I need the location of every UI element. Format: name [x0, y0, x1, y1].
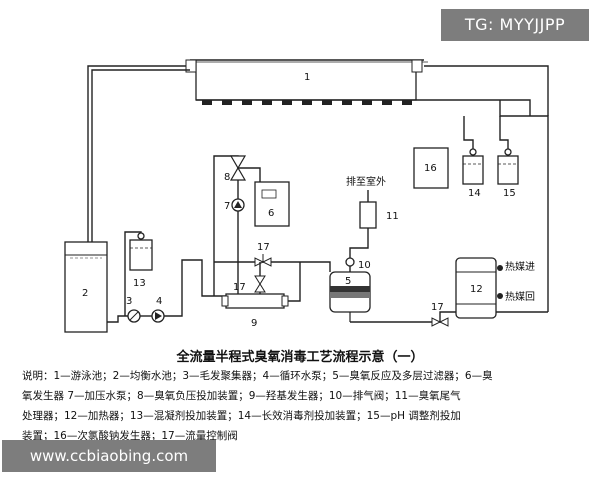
circulation-pump: 4 [151, 296, 165, 323]
ozone-vacuum-injector: 8 [224, 155, 247, 183]
overflow-pipe [87, 65, 186, 242]
vent-outdoor-label: 排至室外 [346, 175, 386, 188]
label-coagulant-number: 13 [133, 278, 146, 289]
process-flow-diagram: 1 2 3 4 [64, 59, 549, 333]
swimming-pool: 1 [185, 59, 428, 101]
discharge-pipe [164, 259, 226, 317]
caption-title: 全流量半程式臭氧消毒工艺流程示意（一） [176, 350, 424, 365]
caption-line-2: 氧发生器 7—加压水泵；8—臭氧负压投加装置；9—羟基发生器；10—排气阀；11… [22, 390, 461, 402]
hair-collector: 3 [126, 296, 141, 323]
flow-control-valve-upper: 17 [254, 242, 272, 267]
hydroxyl-generator: 9 [221, 293, 289, 329]
ozone-reaction-filter: 5 [329, 271, 371, 322]
heater: 12 热媒进 热媒回 [455, 257, 535, 319]
distribution-nozzles [196, 99, 416, 105]
caption-body: 说明：1—游泳池；2—均衡水池；3—毛发聚集器；4—循环水泵；5—臭氧反应及多层… [22, 366, 582, 446]
caption-line-4: 装置；16—次氯酸钠发生器；17—流量控制阀 [22, 430, 238, 442]
label-exhaust-valve-number: 10 [358, 260, 371, 271]
balance-tank: 2 [64, 241, 108, 333]
label-valve-upper-number: 17 [257, 242, 270, 253]
flow-control-valve-lower: 17 [233, 275, 266, 293]
site-url-badge: www.ccbiaobing.com [2, 440, 216, 472]
heat-medium-in-label: 热媒进 [505, 260, 535, 273]
booster-pump: 7 [224, 198, 245, 212]
heat-medium-out-label: 热媒回 [505, 290, 535, 303]
label-pool-number: 1 [304, 72, 310, 83]
main-line-to-filter [214, 261, 331, 272]
label-disinfectant-number: 14 [468, 188, 481, 199]
label-filter-number: 5 [345, 276, 351, 287]
ozone-generator: 6 [254, 181, 290, 227]
label-hypochlorite-number: 16 [424, 163, 437, 174]
caption-line-3: 处理器；12—加热器；13—混凝剂投加装置；14—长效消毒剂投加装置；15—pH… [22, 410, 461, 422]
label-injector-number: 8 [224, 172, 230, 183]
ph-dosing-device: 15 [497, 116, 519, 199]
label-tail-gas-number: 11 [386, 211, 399, 222]
label-booster-pump-number: 7 [224, 201, 230, 212]
label-heater-number: 12 [470, 284, 483, 295]
label-hair-collector-number: 3 [126, 296, 132, 307]
coagulant-dosing-device: 13 [124, 231, 153, 316]
label-ph-number: 15 [503, 188, 516, 199]
watermark-badge: TG: MYYJJPP [441, 9, 589, 41]
label-valve-lower-number: 17 [233, 282, 246, 293]
tail-gas-processor: 11 排至室外 [346, 175, 399, 229]
flow-control-valve-outlet: 17 [431, 302, 449, 327]
exhaust-valve: 10 [345, 228, 371, 272]
hypochlorite-generator: 16 [413, 147, 449, 189]
label-valve-outlet-number: 17 [431, 302, 444, 313]
return-pipe-right [499, 100, 549, 312]
label-balance-tank-number: 2 [82, 288, 88, 299]
disinfectant-dosing-device: 14 [462, 116, 484, 199]
label-hydroxyl-number: 9 [251, 318, 257, 329]
caption-line-1: 说明：1—游泳池；2—均衡水池；3—毛发聚集器；4—循环水泵；5—臭氧反应及多层… [22, 370, 493, 382]
suction-pipe [107, 315, 134, 323]
label-ozone-generator-number: 6 [268, 208, 274, 219]
label-circulation-pump-number: 4 [156, 296, 162, 307]
